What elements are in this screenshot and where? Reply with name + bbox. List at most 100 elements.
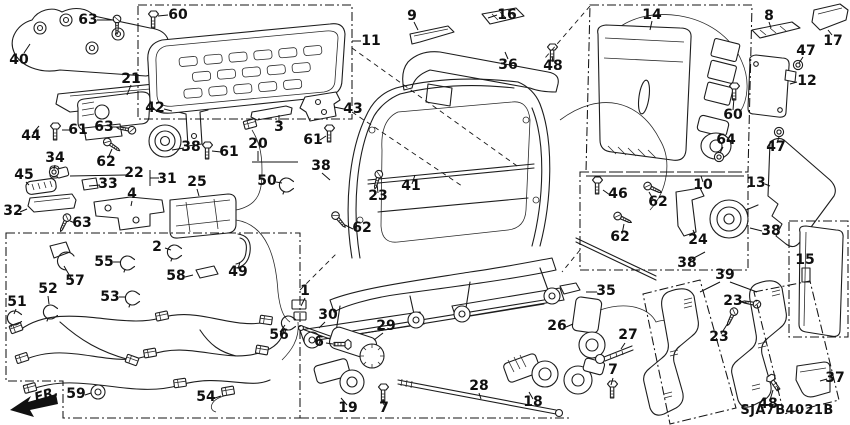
leader-line bbox=[729, 281, 758, 293]
callout-37: 37 bbox=[825, 370, 844, 386]
leader-line bbox=[798, 56, 804, 64]
group-box bbox=[753, 280, 840, 415]
callout-7: 7 bbox=[379, 400, 389, 416]
callout-21: 21 bbox=[121, 71, 140, 87]
callout-39: 39 bbox=[715, 267, 734, 283]
part-12-actuator-drawing bbox=[747, 54, 797, 118]
leader-line bbox=[413, 21, 419, 31]
part-4-bracket-drawing bbox=[93, 196, 165, 231]
callout-13: 13 bbox=[746, 175, 765, 191]
part-54-connector-drawing bbox=[210, 385, 236, 413]
part-38-recliner-motor-right-drawing bbox=[709, 199, 759, 239]
callout-41: 41 bbox=[401, 178, 420, 194]
leader-line bbox=[279, 324, 286, 333]
leader-line bbox=[19, 208, 28, 213]
leader-line bbox=[171, 147, 185, 151]
callout-45: 45 bbox=[14, 167, 33, 183]
leader-line bbox=[478, 392, 482, 400]
part-19-motor-drawing bbox=[313, 358, 365, 395]
leader-line bbox=[319, 135, 327, 141]
leader-line bbox=[732, 97, 735, 111]
leader-line bbox=[528, 391, 534, 400]
callout-62: 62 bbox=[648, 194, 667, 210]
callout-12: 12 bbox=[797, 73, 816, 89]
callout-48: 48 bbox=[543, 58, 562, 74]
part-43-bracket-drawing bbox=[299, 91, 341, 122]
callout-63: 63 bbox=[78, 12, 97, 28]
part-3-rod-drawing bbox=[250, 105, 293, 121]
callout-25: 25 bbox=[187, 174, 206, 190]
callout-62: 62 bbox=[352, 220, 371, 236]
harness-drawing bbox=[8, 310, 285, 394]
dashed-leader-line bbox=[561, 249, 581, 273]
callout-6: 6 bbox=[314, 334, 324, 350]
group-box bbox=[642, 279, 737, 425]
callout-46: 46 bbox=[608, 186, 627, 202]
leader-line bbox=[214, 395, 222, 399]
leader-line bbox=[720, 322, 729, 335]
part-26-motor-drawing bbox=[571, 296, 688, 359]
part-24-bracket-drawing bbox=[675, 187, 705, 237]
leader-line bbox=[551, 55, 554, 63]
callout-34: 34 bbox=[45, 150, 65, 166]
leader-line bbox=[25, 181, 30, 186]
leader-line bbox=[749, 227, 763, 232]
dashed-leader-line bbox=[351, 111, 463, 187]
leader-line bbox=[776, 136, 780, 144]
part-45-pad-drawing bbox=[25, 178, 57, 195]
callout-60: 60 bbox=[723, 107, 743, 123]
leader-line bbox=[196, 188, 200, 197]
part-14-back-panel-drawing bbox=[597, 14, 748, 161]
callout-38: 38 bbox=[181, 139, 200, 155]
callout-8: 8 bbox=[764, 8, 774, 24]
leader-line bbox=[699, 281, 721, 293]
leader-line bbox=[411, 174, 416, 185]
leader-line bbox=[47, 295, 50, 305]
leader-line bbox=[344, 224, 354, 230]
part-44-switch-drawing bbox=[77, 91, 151, 141]
leader-line bbox=[300, 297, 306, 307]
callout-19: 19 bbox=[338, 400, 357, 416]
callout-47: 47 bbox=[796, 43, 815, 59]
callout-26: 26 bbox=[547, 318, 566, 334]
callout-10: 10 bbox=[693, 177, 713, 193]
callout-44: 44 bbox=[21, 128, 41, 144]
part-37-bracket-drawing bbox=[795, 361, 831, 398]
callout-23: 23 bbox=[723, 293, 742, 309]
callout-16: 16 bbox=[497, 7, 516, 23]
callout-54: 54 bbox=[196, 389, 216, 405]
part-58-wedge-drawing bbox=[195, 265, 219, 279]
callout-55: 55 bbox=[94, 254, 113, 270]
callout-63: 63 bbox=[72, 215, 91, 231]
callout-59: 59 bbox=[66, 386, 85, 402]
callout-47: 47 bbox=[766, 139, 785, 155]
callout-61: 61 bbox=[219, 144, 238, 160]
part-35-bracket-drawing bbox=[559, 282, 581, 295]
leader-line bbox=[321, 172, 331, 181]
callout-60: 60 bbox=[168, 7, 188, 23]
part-29-motor-drawing bbox=[328, 326, 385, 369]
leader-line bbox=[621, 223, 625, 235]
fr-label: FR. bbox=[33, 384, 60, 405]
part-17-cover-drawing bbox=[811, 3, 849, 31]
part-18-motor-drawing bbox=[503, 353, 606, 395]
leader-line bbox=[53, 164, 56, 170]
group-boxes-layer bbox=[5, 4, 849, 425]
leader-line bbox=[565, 323, 574, 328]
part-8-bracket-drawing bbox=[751, 21, 801, 39]
leader-line bbox=[382, 398, 385, 406]
group-box bbox=[137, 4, 353, 120]
callout-38: 38 bbox=[677, 255, 696, 271]
callout-27: 27 bbox=[618, 327, 637, 343]
leader-line bbox=[648, 191, 654, 200]
callout-22: 22 bbox=[124, 165, 143, 181]
leader-line bbox=[827, 29, 833, 36]
part-15-side-cover-drawing bbox=[798, 225, 844, 337]
callout-15: 15 bbox=[795, 252, 814, 268]
leader-line bbox=[325, 342, 334, 345]
leader-line bbox=[340, 397, 348, 406]
callout-2: 2 bbox=[152, 239, 162, 255]
leader-line bbox=[275, 181, 283, 184]
leader-line bbox=[63, 265, 72, 279]
